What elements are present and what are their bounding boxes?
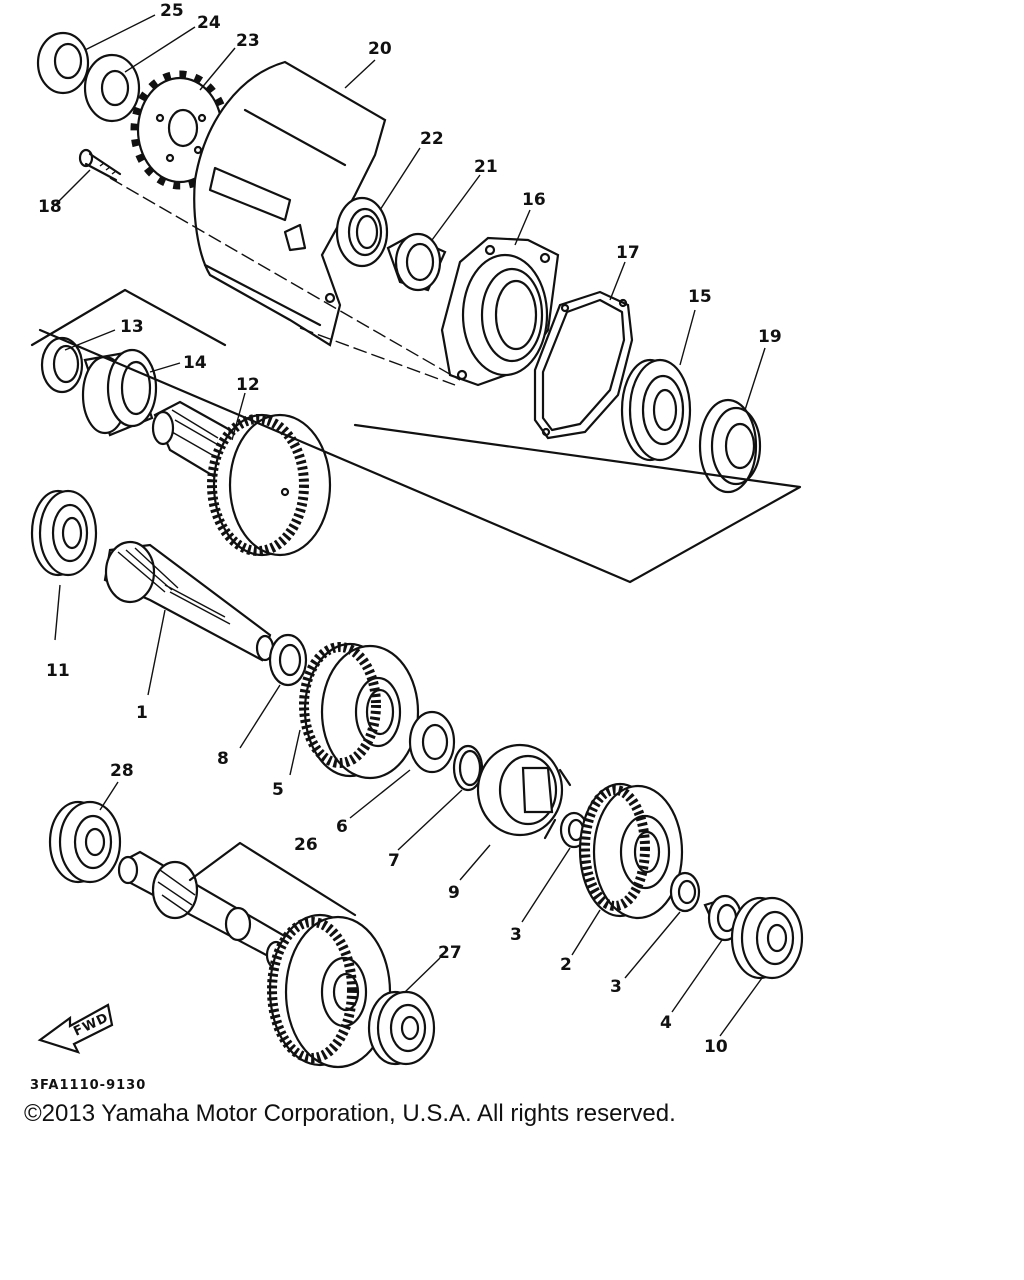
part-13-washer <box>40 336 84 394</box>
part-17-gasket <box>533 290 634 440</box>
part-21-collar <box>386 232 447 292</box>
callout-20: 20 <box>368 39 392 59</box>
callout-15: 15 <box>688 287 712 307</box>
callout-16: 16 <box>522 190 546 210</box>
callout-14: 14 <box>183 353 207 373</box>
part-18-bolt <box>78 148 122 182</box>
part-16-bearing-housing <box>440 236 560 387</box>
part-2-gear <box>578 782 684 920</box>
callout-25: 25 <box>160 1 184 21</box>
callout-4: 4 <box>660 1013 672 1033</box>
part-26-bracket <box>188 841 357 917</box>
part-6-thrust-washer <box>408 710 456 774</box>
part-12-gear-shaft <box>151 400 332 557</box>
part-11-bearing <box>30 489 98 577</box>
callout-6: 6 <box>336 817 348 837</box>
callout-24: 24 <box>197 13 221 33</box>
part-10-bearing <box>730 896 804 980</box>
callout-19: 19 <box>758 327 782 347</box>
callout-3a: 3 <box>510 925 522 945</box>
part-14-needle-bearing <box>81 348 158 437</box>
copyright-notice: ©2013 Yamaha Motor Corporation, U.S.A. A… <box>24 1100 676 1127</box>
part-19-lock-washer <box>698 398 762 494</box>
callout-26: 26 <box>294 835 318 855</box>
part-9-dog-clutch <box>476 743 572 840</box>
part-8-washer <box>268 633 308 687</box>
part-5-gear <box>299 642 420 780</box>
callout-22: 22 <box>420 129 444 149</box>
callout-17: 17 <box>616 243 640 263</box>
callout-21: 21 <box>474 157 498 177</box>
exploded-parts-diagram: FWD 25 24 23 20 22 21 16 17 <box>30 1 804 1093</box>
callout-23: 23 <box>236 31 260 51</box>
part-22-oil-seal <box>335 196 389 268</box>
diagram-code: 3FA1110-9130 <box>30 1078 146 1093</box>
axis-line-cover <box>299 327 456 386</box>
part-25-nut <box>36 31 90 95</box>
part-27-bearing <box>367 990 436 1066</box>
axis-line-sprocket <box>109 177 461 381</box>
callout-18: 18 <box>38 197 62 217</box>
part-15-bearing <box>620 358 692 462</box>
part-26-drive-axle <box>117 850 392 1069</box>
callout-9: 9 <box>448 883 460 903</box>
callout-1: 1 <box>136 703 148 723</box>
callout-8: 8 <box>217 749 229 769</box>
part-3-washer-b <box>669 871 701 913</box>
part-24-lock-washer <box>83 53 141 123</box>
callout-2: 2 <box>560 955 572 975</box>
callout-27: 27 <box>438 943 462 963</box>
callout-28: 28 <box>110 761 134 781</box>
part-28-bearing <box>48 800 122 884</box>
fwd-arrow-icon: FWD <box>37 1003 114 1054</box>
callout-10: 10 <box>704 1037 728 1057</box>
callout-3b: 3 <box>610 977 622 997</box>
callout-11: 11 <box>46 661 70 681</box>
leader-lines <box>54 14 766 1037</box>
callout-12: 12 <box>236 375 260 395</box>
part-1-main-shaft <box>103 540 275 662</box>
part-20-sprocket-cover <box>193 60 387 347</box>
callout-5: 5 <box>272 780 284 800</box>
assembly-box-upper <box>30 288 802 584</box>
callout-13: 13 <box>120 317 144 337</box>
callout-7: 7 <box>388 851 400 871</box>
